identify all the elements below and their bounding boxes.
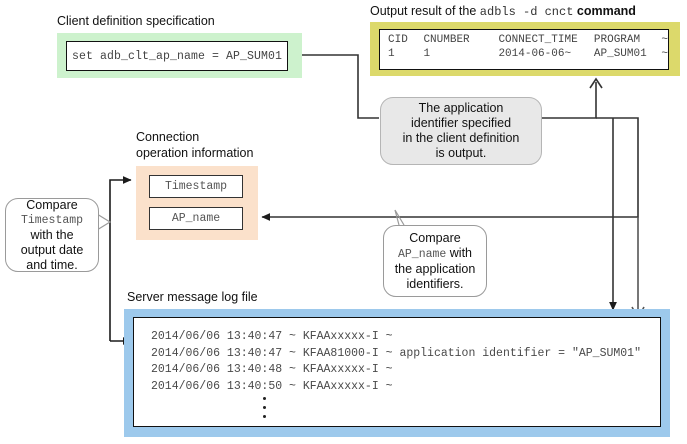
adbls-output-table: CID CNUMBER CONNECT_TIME PROGRAM ~ 1 1 2… — [388, 34, 668, 62]
callout-ts-line1: Compare — [26, 197, 78, 212]
log-line: 2014/06/06 13:40:47 ~ KFAAxxxxx-I ~ — [151, 330, 393, 343]
wire-callout-to-adbls-program — [541, 82, 597, 119]
callout-appid-line1: The application — [418, 101, 504, 115]
adbls-caption-command: adbls -d cnct — [479, 5, 574, 19]
connection-info-panel: Timestamp AP_name — [136, 166, 258, 240]
col-header-connect-time: CONNECT_TIME — [498, 34, 578, 46]
arrowhead-open-adbls-program — [589, 77, 603, 89]
client-definition-statement: set adb_clt_ap_name = AP_SUM01 — [71, 49, 283, 63]
col-header-program: PROGRAM — [593, 34, 641, 46]
callout-ts-line2: with the — [30, 227, 74, 242]
callout-compare-timestamp: Compare Timestamp with the output date a… — [5, 198, 99, 272]
server-log-panel: 2014/06/06 13:40:47 ~ KFAAxxxxx-I ~ 2014… — [124, 309, 670, 437]
callout-ts-code: Timestamp — [20, 213, 84, 227]
field-timestamp-label: Timestamp — [164, 180, 228, 193]
callout-appid-line2: identifier specified — [410, 116, 512, 130]
callout-appid-line4: is output. — [435, 146, 487, 160]
callout-apname-code: AP_name — [397, 247, 447, 261]
adbls-output-table-box: CID CNUMBER CONNECT_TIME PROGRAM ~ 1 1 2… — [379, 29, 669, 70]
callout-ts-line3: output date — [20, 242, 84, 257]
callout-apname-line2: the application — [394, 261, 476, 276]
cell-cnumber: 1 — [423, 48, 431, 60]
callout-appid-line3: in the client definition — [402, 131, 520, 145]
cell-more: ~ — [661, 48, 668, 60]
cell-connect-time: 2014-06-06~ — [498, 48, 572, 60]
wire-adbls-to-apname-field — [261, 117, 639, 221]
cell-program: AP_SUM01 — [593, 48, 647, 60]
callout-apname-line1: Compare — [409, 230, 461, 245]
server-log-caption: Server message log file — [127, 290, 258, 304]
col-header-more: ~ — [661, 34, 668, 46]
callout-compare-ap-name: Compare AP_name with the application ide… — [383, 225, 487, 297]
callout-tail-apname — [394, 209, 405, 226]
callout-apname-after-code: with — [446, 245, 472, 260]
callout-ts-line4: and time. — [26, 257, 78, 272]
adbls-output-caption: Output result of the adbls -d cnct comma… — [370, 4, 636, 20]
adbls-caption-suffix: command — [573, 4, 636, 18]
client-definition-caption: Client definition specification — [57, 14, 215, 28]
col-header-cid: CID — [388, 34, 408, 46]
adbls-caption-prefix: Output result of the — [370, 4, 480, 18]
connection-info-caption-line2: operation information — [136, 146, 254, 160]
connection-info-caption-line1: Connection — [136, 130, 200, 144]
callout-apname-line3: identifiers. — [406, 276, 464, 291]
cell-cid: 1 — [388, 48, 395, 60]
client-definition-panel: set adb_clt_ap_name = AP_SUM01 — [57, 33, 302, 78]
client-definition-statement-box: set adb_clt_ap_name = AP_SUM01 — [66, 41, 288, 71]
adbls-output-panel: CID CNUMBER CONNECT_TIME PROGRAM ~ 1 1 2… — [370, 22, 680, 76]
log-line: 2014/06/06 13:40:48 ~ KFAAxxxxx-I ~ — [151, 363, 393, 376]
wire-clientdef-to-callout — [302, 54, 379, 119]
vertical-ellipsis-icon — [263, 397, 660, 418]
field-ap-name: AP_name — [149, 207, 243, 230]
field-ap-name-label: AP_name — [171, 212, 221, 225]
server-log-content-box: 2014/06/06 13:40:47 ~ KFAAxxxxx-I ~ 2014… — [133, 317, 661, 427]
server-log-lines: 2014/06/06 13:40:47 ~ KFAAxxxxx-I ~ 2014… — [151, 329, 660, 418]
field-timestamp: Timestamp — [149, 175, 243, 198]
callout-application-identifier: The application identifier specified in … — [380, 97, 542, 165]
table-row: 1 1 2014-06-06~ AP_SUM01 ~ — [388, 48, 668, 62]
wire-timestamp-spine — [109, 176, 132, 341]
table-header-row: CID CNUMBER CONNECT_TIME PROGRAM ~ — [388, 34, 668, 48]
col-header-cnumber: CNUMBER — [423, 34, 470, 46]
log-line: 2014/06/06 13:40:47 ~ KFAA81000-I ~ appl… — [151, 346, 641, 360]
callout-tail-timestamp — [96, 213, 112, 231]
log-line: 2014/06/06 13:40:50 ~ KFAAxxxxx-I ~ — [151, 379, 393, 393]
